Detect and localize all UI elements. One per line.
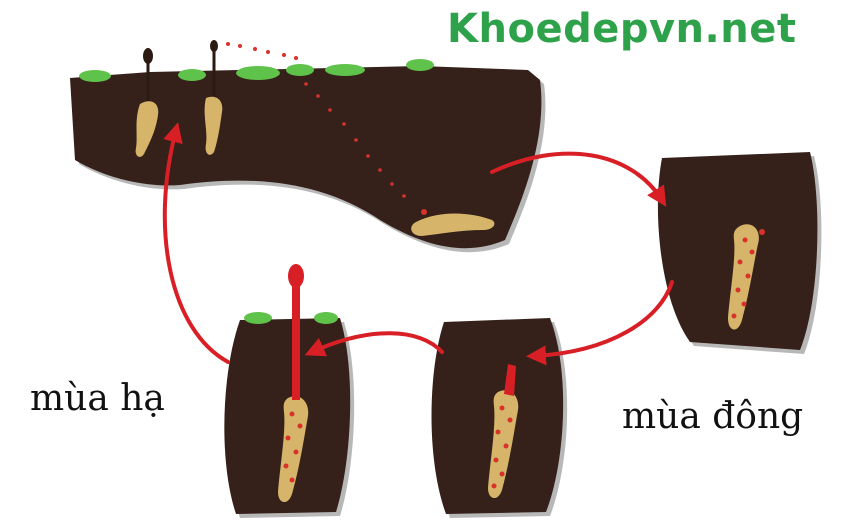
spore-on-larva bbox=[421, 209, 427, 215]
arrow-summer-to-ground-icon bbox=[162, 122, 230, 364]
spore-dots bbox=[226, 42, 406, 198]
grass-tufts bbox=[79, 59, 434, 82]
larva-icon bbox=[135, 96, 495, 236]
soil-pot-summer bbox=[224, 264, 355, 518]
larva-icon bbox=[278, 396, 309, 503]
fungus-stalk-icon bbox=[292, 282, 300, 400]
ground-soil bbox=[70, 66, 542, 249]
arrow-autumn-to-winter-icon bbox=[526, 280, 674, 366]
larva-icon bbox=[488, 390, 519, 499]
arrow-winter-to-summer-icon bbox=[304, 331, 444, 357]
soil-pot-winter bbox=[431, 318, 568, 518]
label-winter: mùa đông bbox=[622, 396, 804, 437]
spore-spots bbox=[283, 411, 303, 483]
cycle-arrows bbox=[162, 122, 674, 366]
fungus-stalk-icon bbox=[143, 40, 218, 102]
spore-spots bbox=[491, 405, 513, 489]
soil-pot-autumn bbox=[657, 152, 822, 354]
arrow-ground-to-autumn-icon bbox=[490, 151, 667, 207]
watermark-text: Khoedepvn.net bbox=[447, 6, 797, 52]
fungus-sprout-icon bbox=[504, 364, 516, 396]
grass-tufts bbox=[244, 312, 338, 324]
fungus-cap-icon bbox=[288, 264, 304, 288]
ground-section bbox=[70, 40, 546, 253]
spore-spots bbox=[731, 229, 765, 319]
label-summer: mùa hạ bbox=[30, 378, 165, 419]
